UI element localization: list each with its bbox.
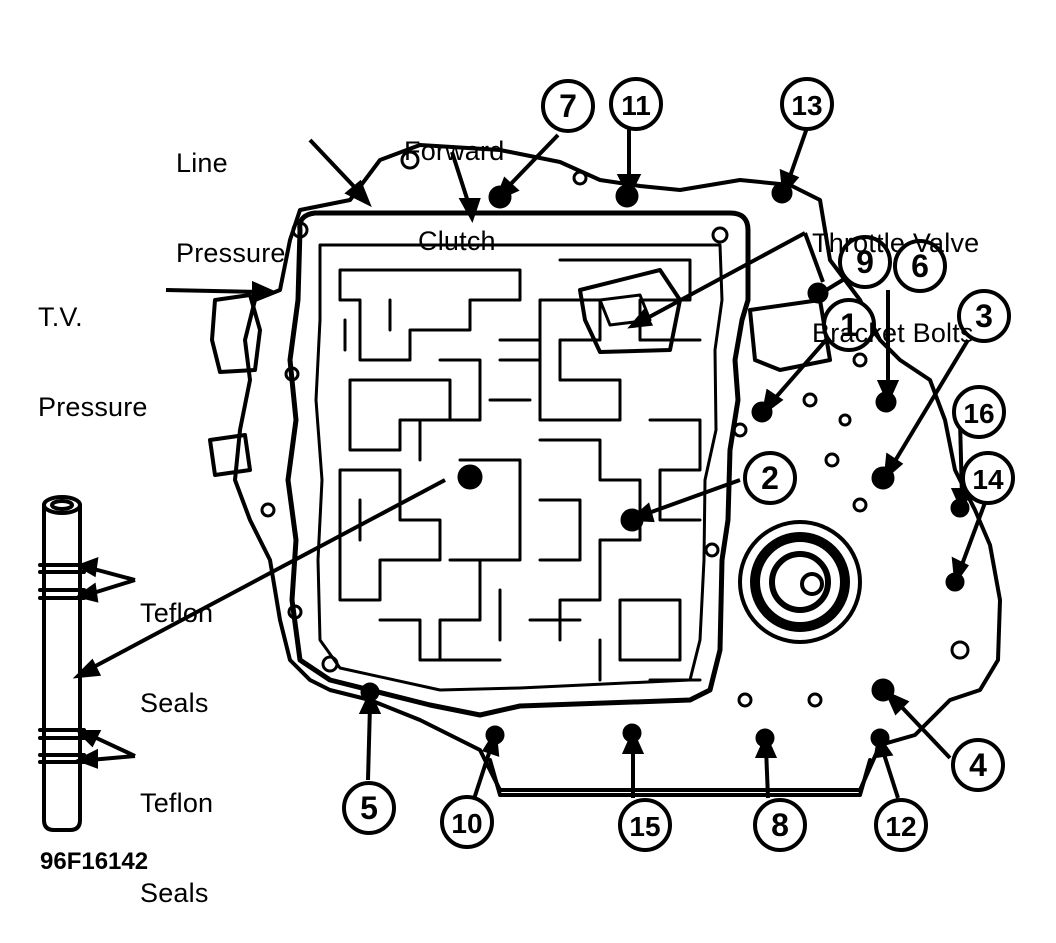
- bolt-callout-15: 15: [618, 798, 672, 852]
- tv-pressure-label: T.V. Pressure: [38, 302, 148, 422]
- bolt-callout-9: 9: [838, 235, 892, 289]
- bolt-callout-number: 11: [621, 90, 651, 121]
- transmission-case-outline: [233, 143, 1002, 792]
- teflon-seals-lower-label: Teflon Seals: [140, 788, 214, 908]
- bolt-callout-10: 10: [440, 795, 494, 849]
- bolt-callout-3: 3: [957, 289, 1011, 343]
- bolt-callout-number: 10: [451, 808, 482, 839]
- bolt-callout-number: 3: [975, 298, 993, 334]
- bolt-callout-number: 7: [559, 88, 577, 124]
- left-case-bosses: [208, 293, 262, 477]
- bolt-callout-12: 12: [874, 798, 928, 852]
- bolt-callout-number: 16: [963, 398, 994, 429]
- bolt-callout-14: 14: [961, 451, 1015, 505]
- bolt-callout-5: 5: [342, 781, 396, 835]
- bolt-callout-number: 5: [360, 790, 378, 826]
- bolt-callout-4: 4: [951, 738, 1005, 792]
- teflon-seal-shaft: [38, 495, 86, 832]
- bolt-callout-6: 6: [893, 239, 947, 293]
- bolt-callout-13: 13: [780, 77, 834, 131]
- bolt-callout-2: 2: [743, 451, 797, 505]
- leader-arrows: [72, 124, 988, 803]
- pump-bore: [738, 520, 862, 644]
- plate-holes: [260, 150, 970, 708]
- line-pressure-label: Line Pressure: [176, 148, 286, 268]
- throttle-valve-bracket-bolts-label: Throttle Valve Bracket Bolts: [812, 228, 980, 348]
- bolt-callout-number: 2: [761, 460, 779, 496]
- figure-code: 96F16142: [40, 848, 149, 875]
- hydraulic-passages: [338, 258, 702, 682]
- bolt-callout-number: 9: [856, 244, 874, 280]
- bolt-callout-number: 4: [969, 747, 987, 783]
- bolt-callout-16: 16: [952, 385, 1006, 439]
- teflon-seals-upper-label: Teflon Seals: [140, 598, 214, 718]
- bolt-callout-11: 11: [609, 77, 663, 131]
- oil-pan-lip: [488, 758, 872, 797]
- bolt-callout-number: 8: [771, 807, 789, 843]
- bolt-callout-8: 8: [753, 798, 807, 852]
- bolt-callout-number: 14: [972, 464, 1004, 495]
- bolt-callout-number: 12: [885, 811, 916, 842]
- bolt-callout-7: 7: [541, 79, 595, 133]
- bolt-callout-1: 1: [822, 298, 876, 352]
- bolt-callout-number: 13: [791, 90, 822, 121]
- bolt-callout-number: 1: [840, 307, 858, 343]
- valve-body-inner-edge: [314, 243, 724, 692]
- bolt-callout-number: 6: [911, 248, 929, 284]
- forward-clutch-label: Forward Clutch: [404, 136, 505, 256]
- throttle-valve-bracket: [578, 268, 682, 354]
- bolt-callout-number: 15: [629, 811, 660, 842]
